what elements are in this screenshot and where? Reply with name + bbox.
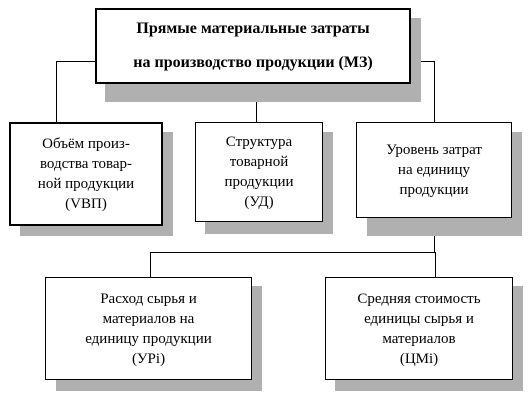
connector-to-volume: [56, 61, 57, 123]
box-average-cost-line-2: единицы сырья и: [364, 310, 474, 327]
box-consumption-line-2: материалов на: [102, 310, 195, 327]
root-box-line-2: на производство продукции (МЗ): [133, 54, 373, 71]
box-production-volume-line-2: водства товар-: [39, 156, 133, 172]
box-average-cost-line-1: Средняя стоимость: [357, 290, 481, 307]
box-production-volume-line-4: (VВП): [65, 196, 107, 212]
box-consumption-line-3: единицу продукции: [85, 330, 212, 347]
box-consumption-line-4: (УРi): [131, 350, 166, 367]
box-production-volume-line-3: ной продукции: [37, 176, 135, 192]
connector-to-average-cost: [435, 252, 436, 277]
root-box-line-1: Прямые материальные затраты: [136, 20, 370, 37]
root-box-direct-material-costs: Прямые материальные затраты на производс…: [95, 8, 411, 84]
box-cost-level-line-1: Уровень затрат: [386, 142, 482, 158]
box-consumption-line-1: Расход сырья и: [100, 290, 197, 307]
box-average-cost-line-4: (ЦМi): [399, 350, 439, 367]
box-average-material-cost: Средняя стоимость единицы сырья и матери…: [325, 277, 513, 380]
connector-root-down: [256, 84, 257, 122]
connector-level2-horizontal: [150, 252, 436, 253]
box-product-structure-line-1: Структура: [225, 134, 293, 150]
box-cost-level-line-3: продукции: [399, 182, 469, 198]
connector-to-cost-level: [434, 61, 435, 123]
box-product-structure-line-3: продукции: [224, 174, 294, 190]
box-production-volume: Объём произ- водства товар- ной продукци…: [9, 122, 163, 226]
box-cost-level-per-unit: Уровень затрат на единицу продукции: [356, 122, 512, 218]
box-average-cost-line-3: материалов: [382, 330, 456, 347]
box-production-volume-line-1: Объём произ-: [42, 136, 130, 152]
box-product-structure-line-2: товарной: [229, 154, 289, 170]
box-product-structure: Структура товарной продукции (УД): [195, 122, 323, 222]
box-material-consumption-per-unit: Расход сырья и материалов на единицу про…: [45, 277, 252, 380]
connector-to-consumption: [150, 252, 151, 277]
box-product-structure-line-4: (УД): [244, 194, 274, 210]
box-cost-level-line-2: на единицу: [397, 162, 471, 178]
